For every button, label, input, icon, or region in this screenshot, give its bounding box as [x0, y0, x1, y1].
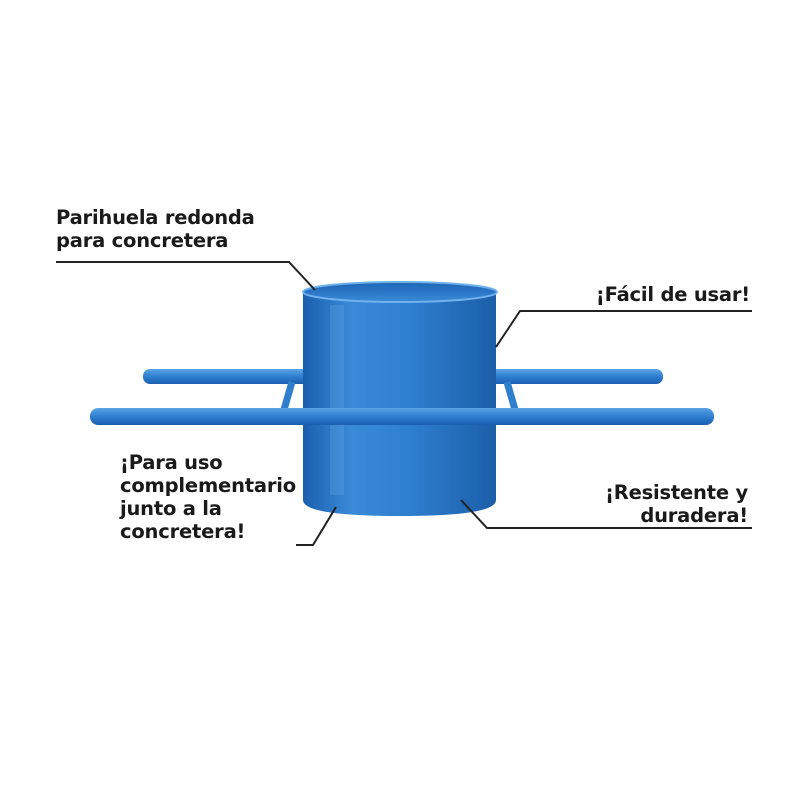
callout-line: junto a la	[120, 497, 222, 520]
callout-line: para concretera	[56, 229, 229, 252]
callout-uso-complementario: ¡Para uso complementario junto a la conc…	[120, 451, 296, 543]
leader-line-1	[56, 261, 316, 291]
callout-resistente-duradera: ¡Resistente y duradera!	[605, 481, 748, 527]
leader-line-3	[296, 506, 337, 546]
leader-line-4	[460, 499, 752, 529]
callout-line: duradera!	[640, 504, 748, 527]
drum-body	[302, 281, 498, 516]
callout-parihuela-redonda: Parihuela redonda para concretera	[56, 206, 255, 252]
leader-line-2	[495, 310, 752, 348]
callout-line: ¡Para uso	[120, 451, 223, 474]
callout-line: complementario	[120, 474, 296, 497]
callout-line: Parihuela redonda	[56, 206, 255, 229]
front-handle-bar	[90, 408, 714, 425]
callout-line: ¡Fácil de usar!	[595, 283, 750, 306]
callout-line: concretera!	[120, 520, 246, 543]
leader-lines	[56, 261, 752, 546]
callout-line: ¡Resistente y	[605, 481, 748, 504]
callout-facil-de-usar: ¡Fácil de usar!	[596, 283, 750, 306]
